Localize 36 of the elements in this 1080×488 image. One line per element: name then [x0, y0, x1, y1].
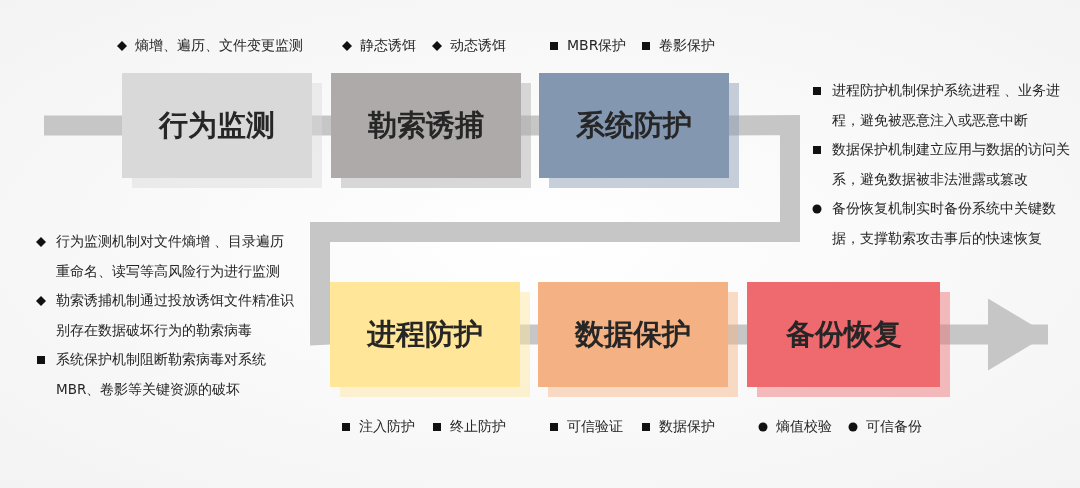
process-box: [538, 282, 728, 387]
box-title: 行为监测: [159, 106, 275, 144]
flow-band: [728, 324, 747, 345]
box-title: 数据保护: [575, 315, 691, 353]
flow-band: [44, 115, 122, 136]
description-text: 勒索诱捕机制通过投放诱饵文件精准识别存在数据破坏行为的勒索病毒: [56, 291, 294, 340]
process-box: [539, 73, 729, 178]
process-box: [330, 282, 520, 387]
flow-band: [312, 115, 331, 136]
box-title: 进程防护: [367, 315, 483, 353]
feature-label: 注入防护: [359, 418, 415, 436]
feature-label: MBR保护: [567, 37, 627, 55]
feature-label: 数据保护: [659, 418, 715, 436]
feature-label: 静态诱饵: [360, 37, 416, 55]
feature-label: 动态诱饵: [450, 37, 506, 55]
flow-band: [520, 324, 538, 345]
description-text: 系统保护机制阻断勒索病毒对系统MBR、卷影等关键资源的破坏: [56, 350, 267, 399]
description-text: 行为监测机制对文件熵增 、目录遍历重命名、读写等高风险行为进行监测: [56, 232, 286, 281]
feature-label: 熵值校验: [776, 418, 832, 436]
feature-label: 卷影保护: [659, 37, 715, 55]
process-box: [122, 73, 312, 178]
process-box: [747, 282, 940, 387]
flow-band: [940, 298, 1048, 371]
feature-label: 熵增、遍历、文件变更监测: [135, 37, 303, 55]
flow-band: [521, 115, 539, 136]
feature-label: 终止防护: [450, 418, 506, 436]
box-title: 系统防护: [576, 106, 692, 144]
flow-band: [310, 114, 800, 346]
description-text: 数据保护机制建立应用与数据的访问关系，避免数据被非法泄露或篡改: [832, 140, 1070, 189]
feature-label: 可信备份: [866, 418, 922, 436]
description-text: 进程防护机制保护系统进程 、业务进程，避免被恶意注入或恶意中断: [832, 81, 1062, 130]
box-title: 勒索诱捕: [368, 106, 484, 144]
feature-label: 可信验证: [567, 418, 623, 436]
description-text: 备份恢复机制实时备份系统中关键数据，支撑勒索攻击事后的快速恢复: [832, 199, 1057, 248]
process-box: [331, 73, 521, 178]
box-title: 备份恢复: [785, 315, 902, 353]
